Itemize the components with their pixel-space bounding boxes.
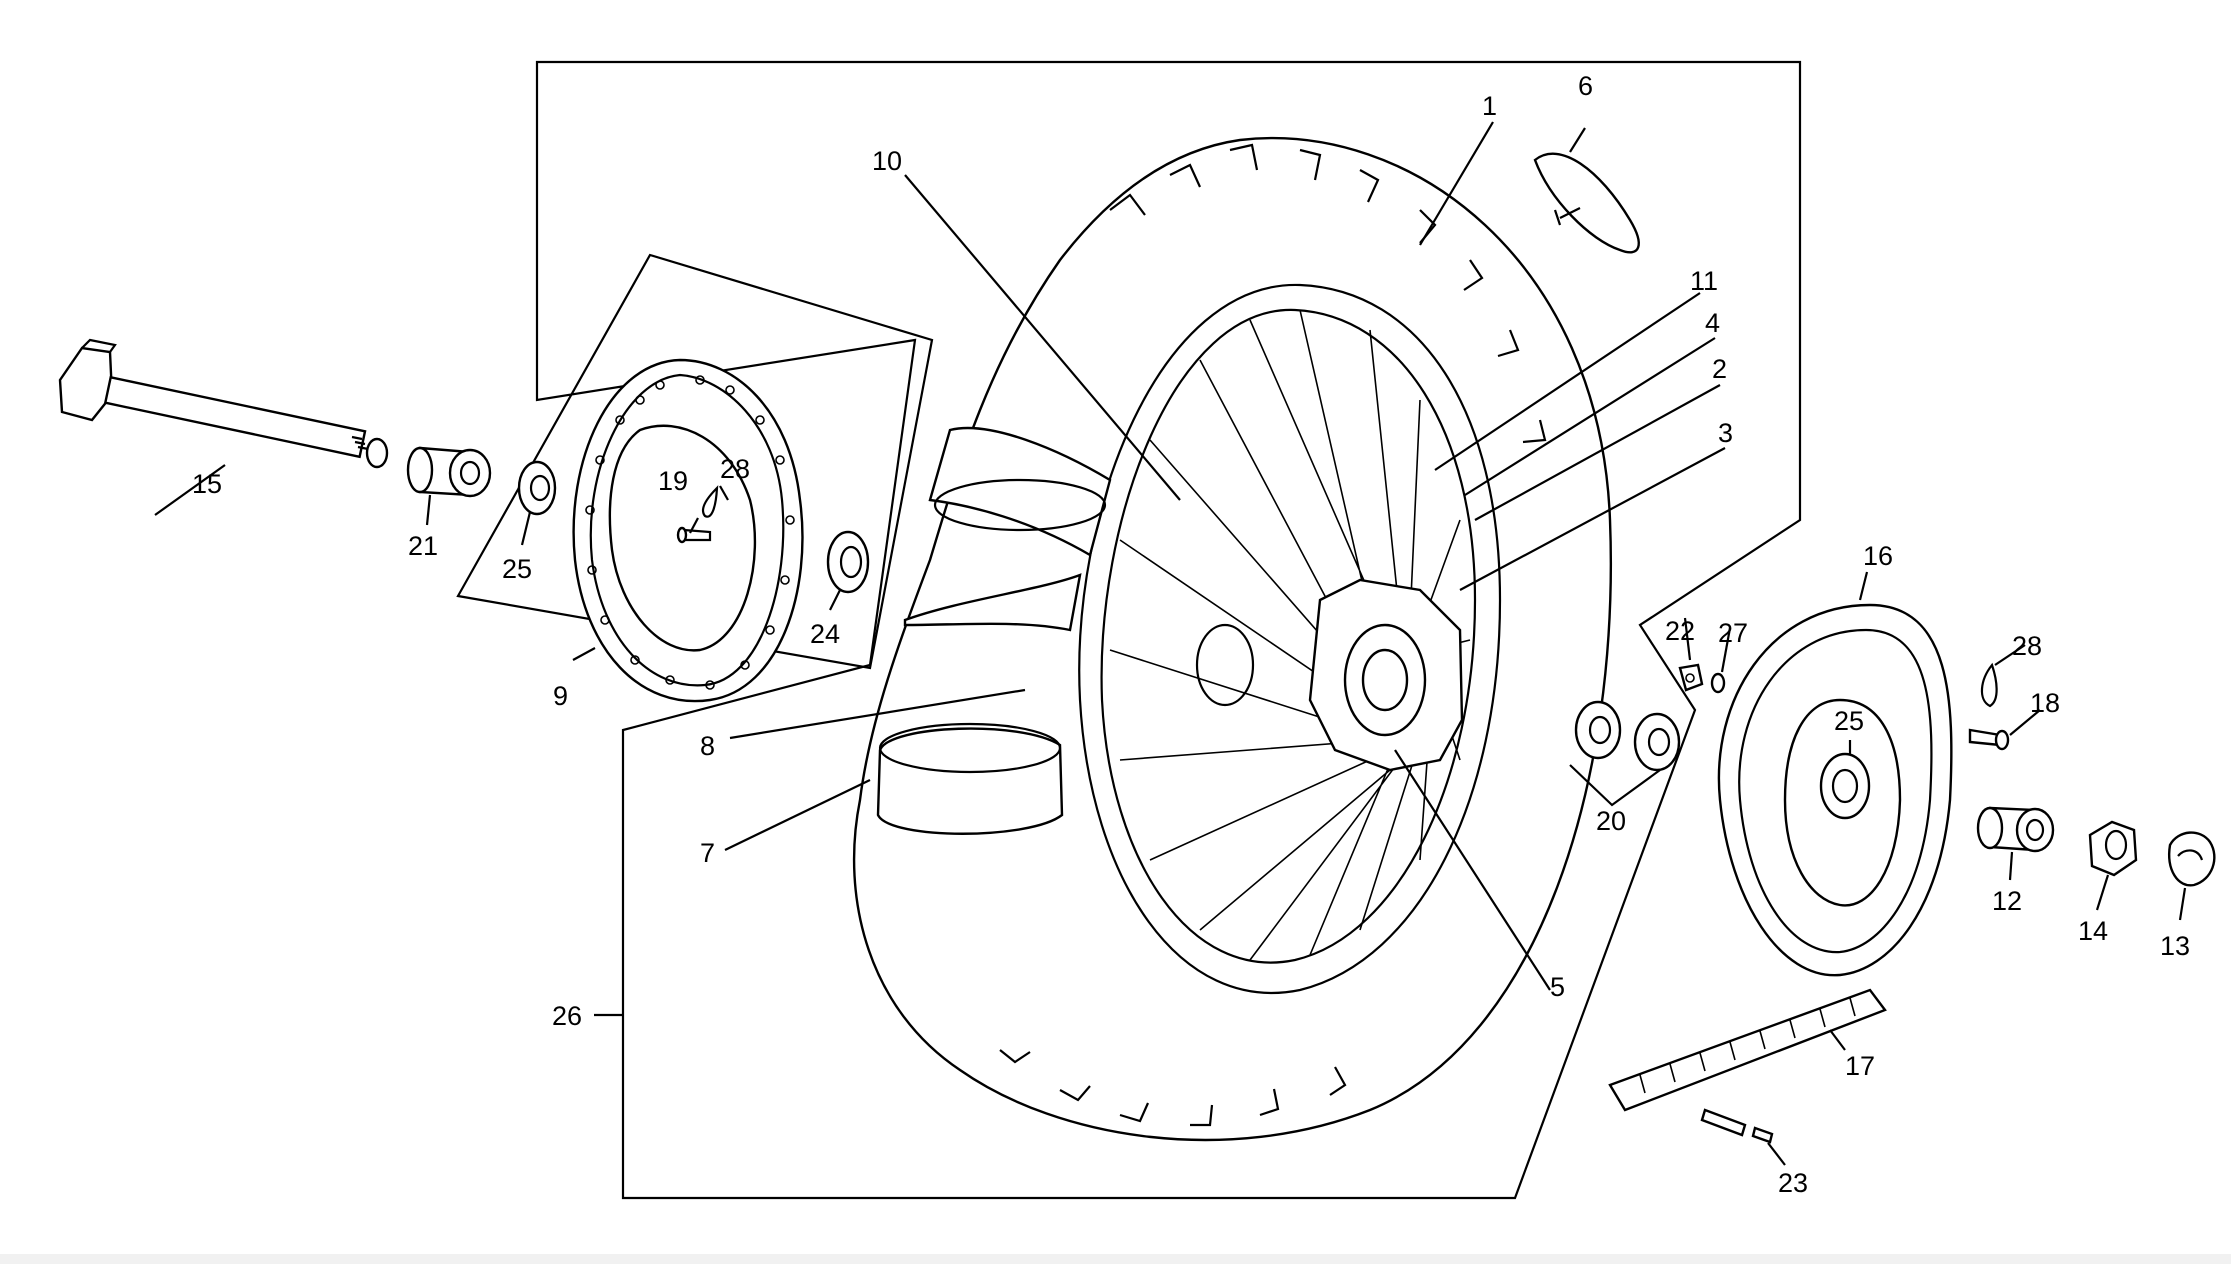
leader-lines bbox=[154, 121, 2187, 1166]
callout-20: 20 bbox=[1596, 806, 1626, 836]
pin-28-left bbox=[701, 485, 719, 518]
callout-3: 3 bbox=[1718, 418, 1733, 448]
callout-8: 8 bbox=[700, 731, 715, 761]
callout-23: 23 bbox=[1778, 1168, 1808, 1198]
callout-7: 7 bbox=[700, 838, 715, 868]
callout-13: 13 bbox=[2160, 931, 2190, 961]
callout-4: 4 bbox=[1705, 308, 1720, 338]
callout-21: 21 bbox=[408, 531, 438, 561]
callout-19: 19 bbox=[658, 466, 688, 496]
rim-tape-upper bbox=[928, 426, 1112, 557]
rim-lock-6 bbox=[1533, 152, 1640, 254]
callout-15: 15 bbox=[192, 469, 222, 499]
callout-labels: 1 6 10 11 4 2 3 15 21 25 19 28 24 9 8 7 … bbox=[192, 71, 2190, 1198]
nut-22 bbox=[1678, 663, 1704, 692]
callout-2: 2 bbox=[1712, 354, 1727, 384]
bolt-18 bbox=[1968, 728, 2010, 751]
callout-11: 11 bbox=[1690, 266, 1718, 296]
callout-24: 24 bbox=[810, 619, 840, 649]
wheel-group-frame bbox=[535, 60, 1802, 1200]
tyre bbox=[852, 137, 1612, 1142]
callout-28-right: 28 bbox=[2012, 631, 2042, 661]
callout-12: 12 bbox=[1992, 886, 2022, 916]
washer-27 bbox=[1710, 672, 1726, 694]
nut-14 bbox=[2088, 820, 2138, 877]
flap-strip bbox=[903, 573, 1082, 632]
drive-chain bbox=[1608, 988, 1887, 1112]
bottom-bar bbox=[0, 1254, 2231, 1264]
chain-link-23 bbox=[1700, 1108, 1774, 1144]
inner-tube-7 bbox=[876, 722, 1064, 835]
callout-27: 27 bbox=[1718, 618, 1748, 648]
pin-28-right bbox=[1980, 662, 1998, 708]
callout-1: 1 bbox=[1482, 91, 1497, 121]
callout-25-right: 25 bbox=[1834, 706, 1864, 736]
callout-17: 17 bbox=[1845, 1051, 1875, 1081]
bearing-25-left bbox=[517, 460, 557, 516]
callout-18: 18 bbox=[2030, 688, 2060, 718]
callout-14: 14 bbox=[2078, 916, 2108, 946]
bolt-19 bbox=[676, 526, 712, 544]
callout-5: 5 bbox=[1550, 972, 1565, 1002]
callout-9: 9 bbox=[553, 681, 568, 711]
callout-16: 16 bbox=[1863, 541, 1893, 571]
hub bbox=[1195, 578, 1464, 772]
callout-25-left: 25 bbox=[502, 554, 532, 584]
spacer-12 bbox=[1976, 806, 2055, 853]
spacer-21 bbox=[406, 446, 492, 498]
bearing-24 bbox=[826, 530, 870, 594]
callout-26: 26 bbox=[552, 1001, 582, 1031]
callout-22: 22 bbox=[1665, 616, 1695, 646]
callout-28-left: 28 bbox=[720, 454, 750, 484]
callout-6: 6 bbox=[1578, 71, 1593, 101]
axle bbox=[58, 338, 389, 469]
spacers-20 bbox=[1569, 700, 1681, 807]
callout-10: 10 bbox=[872, 146, 902, 176]
sprocket bbox=[1717, 603, 1953, 977]
cap-13 bbox=[2168, 831, 2216, 887]
